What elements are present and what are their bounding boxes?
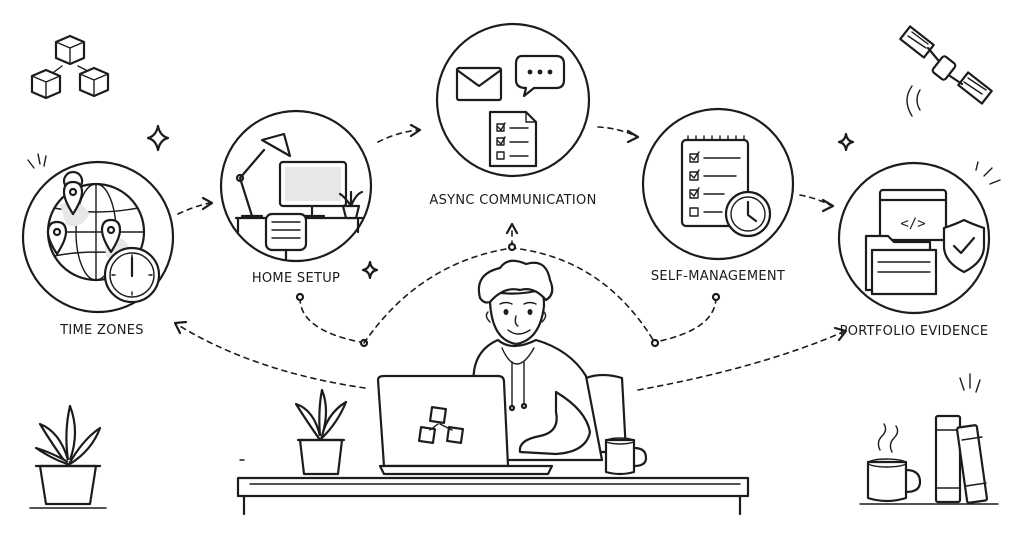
chair-icon: [264, 212, 308, 262]
desk: [236, 459, 750, 516]
folder-icon: [864, 234, 938, 296]
code-window-icon: </>: [878, 188, 948, 242]
arc-self-loop: [650, 292, 721, 348]
laptop-icon: [376, 374, 554, 476]
sparkle-icon: [361, 260, 379, 280]
arc-home-loop: [295, 292, 369, 348]
arc-person-to-timezones: [173, 320, 366, 389]
arc-person-to-portfolio: [637, 326, 848, 391]
coffee-mug-icon: [604, 437, 648, 476]
plant-icon: [338, 190, 364, 220]
arrow-timezones-to-home: [177, 196, 214, 215]
node-label-async-communication: ASYNC COMMUNICATION: [429, 193, 596, 208]
satellite-icon: [899, 25, 993, 117]
arrow-home-to-async: [377, 123, 422, 143]
monitor-icon: [278, 160, 348, 218]
map-pin-icon: [62, 170, 84, 216]
chat-bubble-icon: [514, 54, 566, 98]
node-self-management: SELF-MANAGEMENT: [641, 107, 795, 284]
arrow-async-to-self: [597, 126, 640, 144]
cubes-icon: [30, 34, 110, 100]
map-pin-icon: [100, 218, 122, 254]
sparkle-icon: [146, 124, 170, 152]
clock-icon: [724, 190, 772, 238]
coffee-mug-icon: [859, 423, 931, 505]
potted-plant-icon: [294, 388, 348, 476]
envelope-icon: [455, 66, 503, 102]
arrow-self-to-portfolio: [799, 194, 835, 213]
node-portfolio-evidence: </> PORTFOLIO EVIDENCE: [837, 161, 991, 339]
person-with-laptop: [468, 259, 628, 462]
potted-plant-icon: [29, 404, 107, 509]
shield-check-icon: [942, 218, 986, 274]
node-label-self-management: SELF-MANAGEMENT: [651, 269, 785, 284]
node-label-portfolio-evidence: PORTFOLIO EVIDENCE: [840, 324, 989, 339]
books-icon: [929, 414, 999, 505]
desk-lamp-icon: [235, 132, 292, 218]
node-time-zones: TIME ZONES: [21, 160, 175, 338]
node-home-setup: HOME SETUP: [219, 109, 373, 286]
hair: [477, 259, 554, 304]
node-async-communication: ASYNC COMMUNICATION: [429, 22, 596, 208]
cubes-icon: [417, 405, 465, 445]
connectors: [173, 123, 848, 391]
face: [488, 288, 546, 346]
arc-center-dome: [363, 222, 656, 344]
emphasis-ticks: [27, 153, 1001, 393]
node-label-time-zones: TIME ZONES: [59, 323, 144, 338]
node-label-home-setup: HOME SETUP: [252, 271, 340, 286]
map-pin-icon: [46, 220, 68, 256]
code-glyph: </>: [900, 216, 925, 232]
clock-icon: [103, 246, 161, 304]
sparkle-icon: [837, 132, 855, 152]
checklist-icon: [488, 110, 538, 168]
